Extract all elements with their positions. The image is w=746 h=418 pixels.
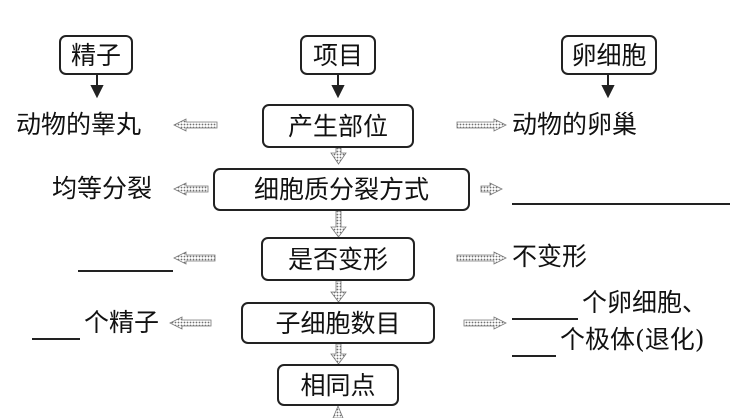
item-division-box: 细胞质分裂方式	[213, 168, 470, 211]
right-arrows	[456, 118, 507, 330]
egg-count-blank-1	[512, 318, 578, 320]
sperm-count-label: 个精子	[84, 308, 160, 337]
sperm-site-label: 动物的睾丸	[16, 110, 142, 139]
item-site-box: 产生部位	[262, 104, 414, 148]
sperm-division-label: 均等分裂	[52, 174, 153, 203]
item-deform-box: 是否变形	[261, 237, 415, 281]
egg-count-line1: 个卵细胞、	[582, 288, 708, 317]
sperm-count-blank	[32, 338, 80, 340]
header-arrows	[90, 74, 615, 99]
egg-site-label: 动物的卵巢	[512, 110, 638, 139]
egg-count-blank-2	[512, 355, 556, 357]
header-egg: 卵细胞	[561, 35, 657, 75]
egg-deform-label: 不变形	[512, 242, 588, 271]
header-item: 项目	[300, 35, 376, 75]
left-arrows	[169, 118, 218, 330]
vertical-arrows	[330, 147, 347, 418]
item-common-box: 相同点	[277, 364, 399, 406]
egg-count-line2: 个极体(退化)	[560, 325, 705, 354]
item-count-box: 子细胞数目	[241, 302, 435, 344]
header-sperm: 精子	[59, 35, 133, 75]
egg-division-blank	[512, 203, 730, 205]
sperm-deform-blank	[78, 270, 173, 272]
